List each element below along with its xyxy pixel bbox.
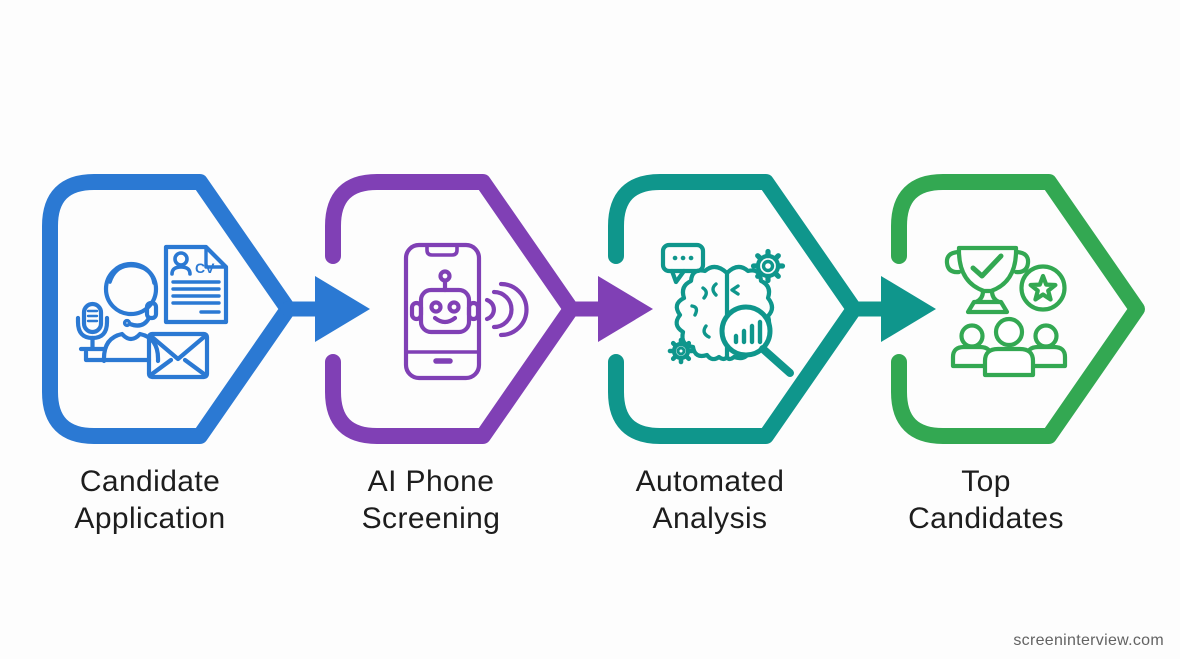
magnifier-chart-icon [719,304,794,377]
step-2-label-line1: AI Phone [367,465,495,498]
step-4-label: Top Candidates [826,463,1146,537]
step-2-label-line2: Screening [361,502,501,535]
speech-bubble-icon [660,242,706,285]
team-icon [950,316,1068,378]
arrow-1 [280,276,370,342]
step-3-label-line2: Analysis [652,502,768,535]
step-3-chevron [608,174,862,444]
step-2-chevron [325,174,579,444]
step-4-chevron [891,174,1145,444]
step-2-label: AI Phone Screening [271,463,591,537]
star-badge-icon [1019,264,1067,312]
gear-icon [750,248,786,284]
step-1-label: Candidate Application [0,463,310,537]
envelope-icon [146,331,210,380]
cv-label: CV [195,260,215,276]
arrow-2 [563,276,653,342]
step-3-label-line1: Automated [635,465,785,498]
small-gear-icon [667,337,695,365]
cv-document-icon: CV [163,244,229,325]
watermark: screeninterview.com [1013,632,1164,649]
robot-icon [409,269,481,335]
step-1-label-line1: Candidate [79,465,221,498]
trophy-icon [944,245,1031,315]
step-3-icons [660,242,794,377]
step-1-chevron [42,174,296,444]
sound-waves-icon [484,281,529,338]
step-1-icons: CV [75,244,229,380]
step-4-label-line1: Top [961,465,1011,498]
step-1-label-line2: Application [74,502,226,535]
step-2-icons [403,242,529,381]
step-4-label-line2: Candidates [908,502,1064,535]
step-4-icons [944,245,1068,378]
support-agent-icon [101,261,161,364]
step-3-label: Automated Analysis [550,463,870,537]
microphone-icon [75,301,152,363]
arrow-3 [846,276,936,342]
